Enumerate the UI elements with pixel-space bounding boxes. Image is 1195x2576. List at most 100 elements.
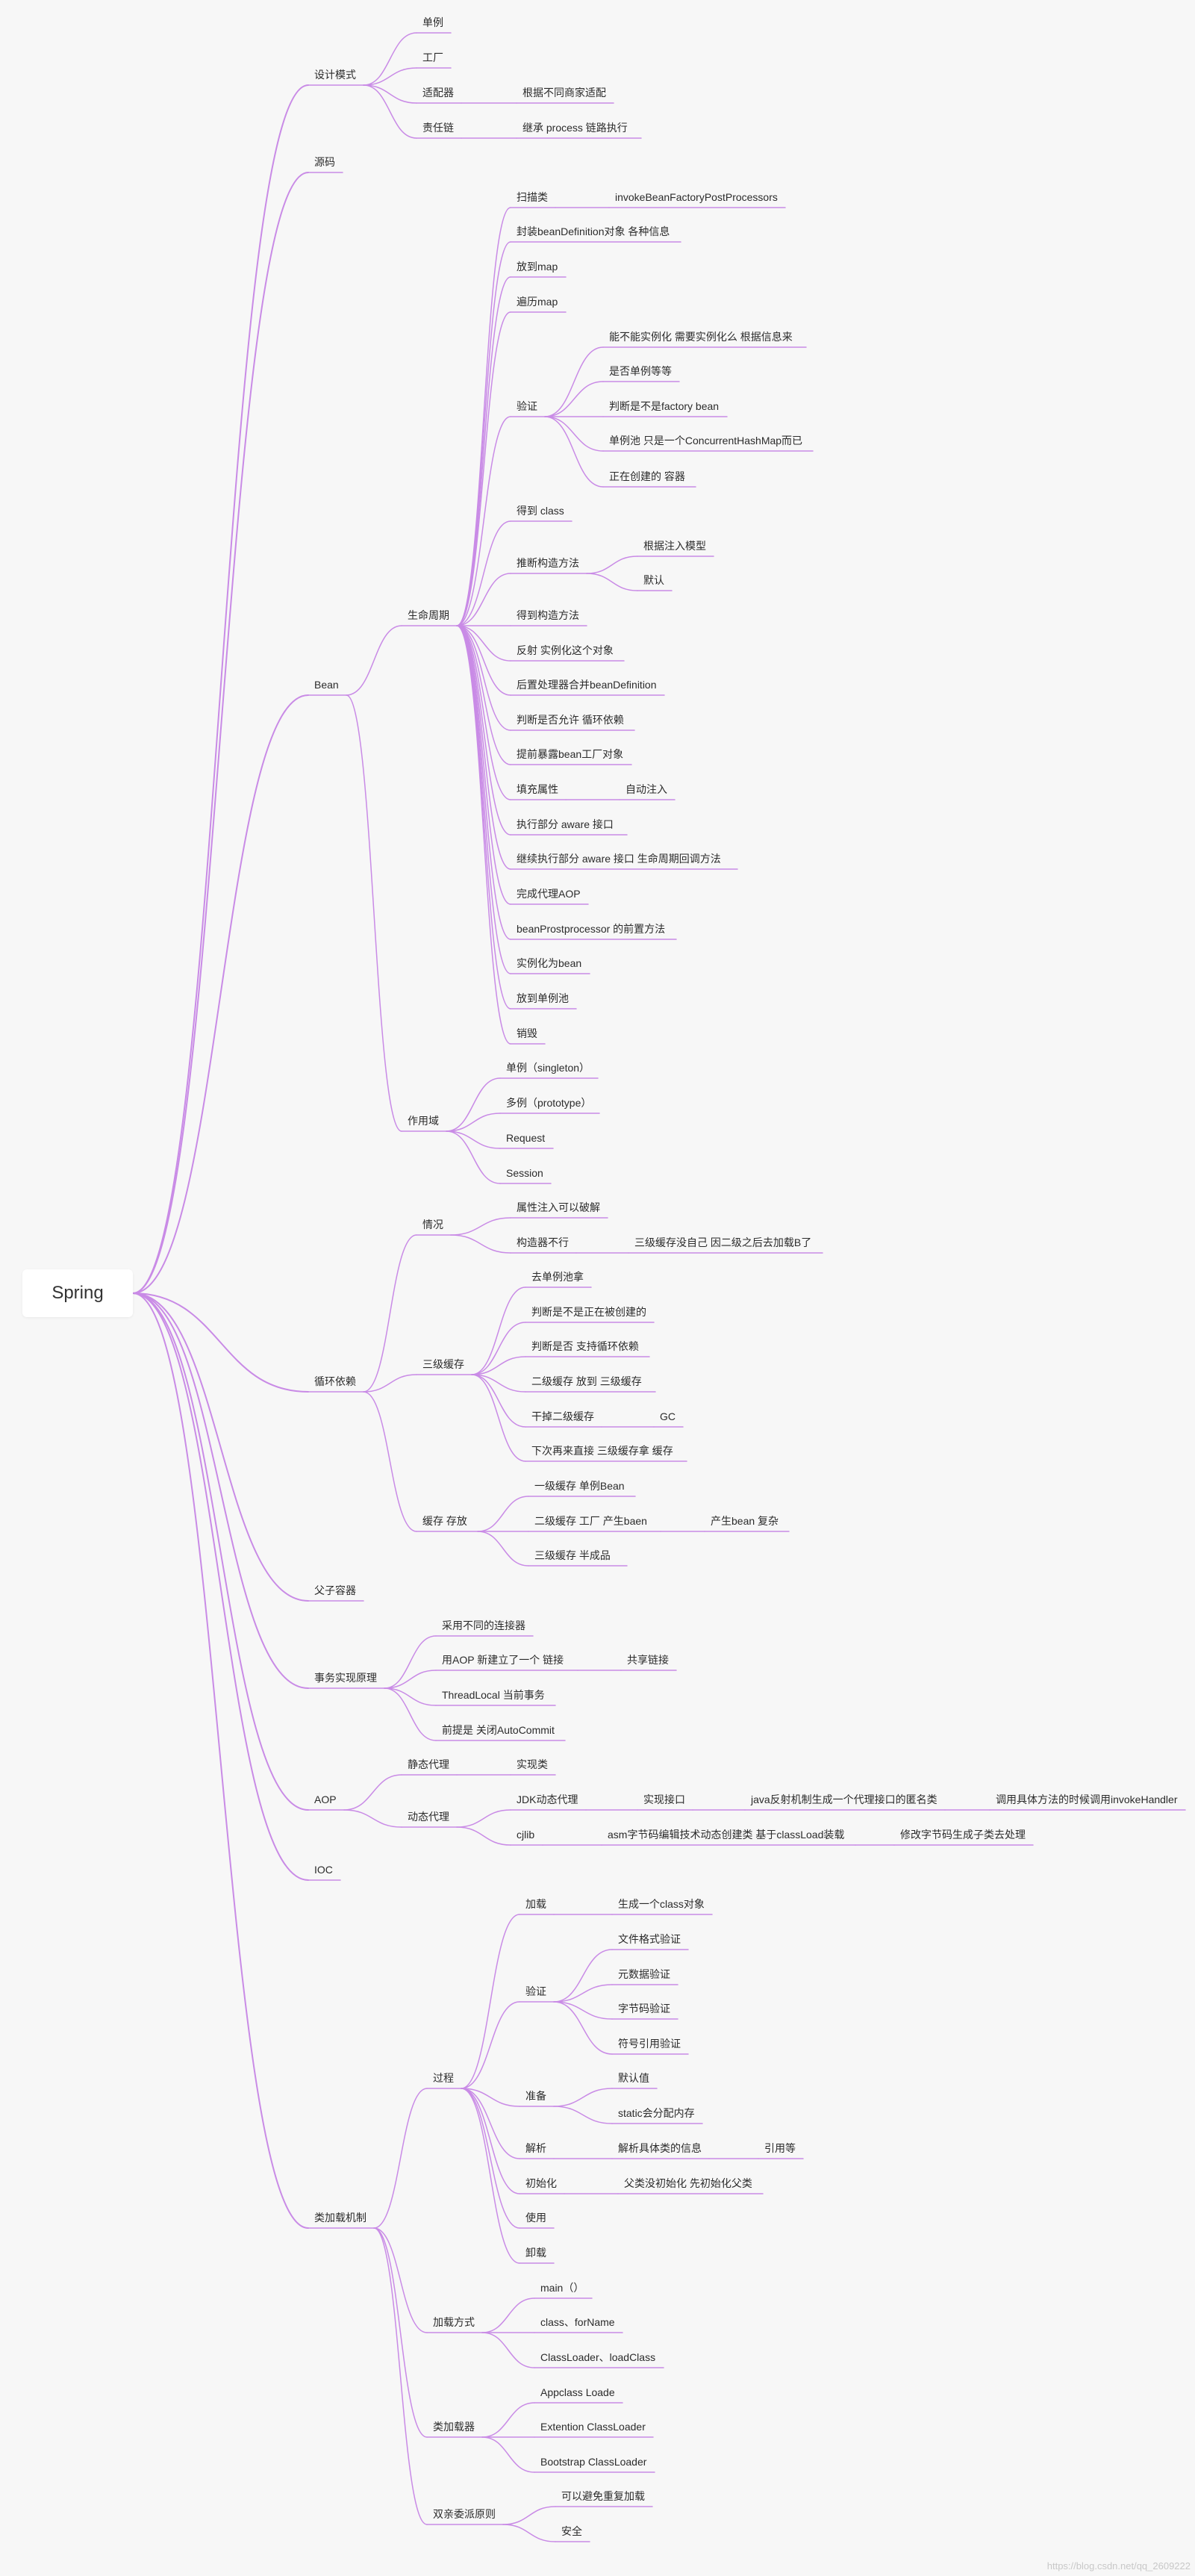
mindmap-node-src[interactable]: 源码 bbox=[314, 156, 335, 168]
root-node-spring[interactable]: Spring bbox=[22, 1269, 133, 1317]
mindmap-node-l2[interactable]: 封装beanDefinition对象 各种信息 bbox=[517, 225, 670, 237]
mindmap-node-p5a[interactable]: 父类没初始化 先初始化父类 bbox=[624, 2177, 752, 2189]
mindmap-node-l17[interactable]: beanProstprocessor 的前置方法 bbox=[517, 923, 666, 935]
mindmap-node-l13[interactable]: 填充属性 bbox=[517, 783, 558, 795]
mindmap-node-p3[interactable]: 准备 bbox=[525, 2090, 546, 2102]
mindmap-node-ld3[interactable]: Bootstrap ClassLoader bbox=[540, 2456, 647, 2468]
mindmap-node-l11[interactable]: 判断是否允许 循环依赖 bbox=[517, 714, 624, 726]
mindmap-node-l1a[interactable]: invokeBeanFactoryPostProcessors bbox=[615, 191, 778, 203]
mindmap-node-ld2[interactable]: Extention ClassLoader bbox=[540, 2421, 646, 2433]
mindmap-node-cd2f[interactable]: 下次再来直接 三级缓存拿 缓存 bbox=[531, 1445, 673, 1457]
mindmap-node-tx2a[interactable]: 共享链接 bbox=[627, 1654, 669, 1666]
mindmap-node-ap2[interactable]: 动态代理 bbox=[408, 1811, 449, 1823]
mindmap-node-cd2b[interactable]: 判断是不是正在被创建的 bbox=[531, 1306, 646, 1318]
mindmap-node-p4[interactable]: 解析 bbox=[525, 2142, 546, 2154]
mindmap-node-cl[interactable]: 类加载机制 bbox=[314, 2212, 366, 2224]
mindmap-node-l6[interactable]: 得到 class bbox=[517, 505, 564, 517]
mindmap-node-l7[interactable]: 推断构造方法 bbox=[517, 557, 579, 569]
mindmap-node-p2a[interactable]: 文件格式验证 bbox=[618, 1933, 681, 1945]
mindmap-node-l5[interactable]: 验证 bbox=[517, 400, 537, 412]
mindmap-node-pd[interactable]: 双亲委派原则 bbox=[433, 2508, 496, 2520]
mindmap-node-cd[interactable]: 循环依赖 bbox=[314, 1375, 356, 1387]
mindmap-node-ld1[interactable]: Appclass Loade bbox=[540, 2386, 615, 2398]
mindmap-node-p2[interactable]: 验证 bbox=[525, 1985, 546, 1997]
mindmap-node-pd2[interactable]: 安全 bbox=[561, 2525, 582, 2537]
mindmap-node-p3a[interactable]: 默认值 bbox=[618, 2072, 649, 2084]
mindmap-node-dp3a[interactable]: 根据不同商家适配 bbox=[522, 87, 606, 99]
mindmap-node-l5d[interactable]: 单例池 只是一个ConcurrentHashMap而已 bbox=[609, 435, 803, 447]
mindmap-node-lm[interactable]: 加载方式 bbox=[433, 2316, 475, 2328]
mindmap-node-cd2e1[interactable]: GC bbox=[660, 1410, 675, 1422]
mindmap-node-dp2[interactable]: 工厂 bbox=[422, 52, 443, 63]
mindmap-node-tx4[interactable]: 前提是 关闭AutoCommit bbox=[442, 1724, 555, 1736]
mindmap-node-p2d[interactable]: 符号引用验证 bbox=[618, 2038, 681, 2050]
mindmap-node-s3[interactable]: Request bbox=[506, 1132, 546, 1144]
mindmap-node-cd3b1[interactable]: 产生bean 复杂 bbox=[711, 1515, 779, 1527]
mindmap-node-dp4a[interactable]: 继承 process 链路执行 bbox=[522, 122, 628, 134]
mindmap-node-tx2[interactable]: 用AOP 新建立了一个 链接 bbox=[442, 1654, 564, 1666]
mindmap-node-l1[interactable]: 扫描类 bbox=[517, 191, 548, 203]
mindmap-node-ap2b2[interactable]: 修改字节码生成子类去处理 bbox=[900, 1829, 1026, 1841]
mindmap-node-l7b[interactable]: 默认 bbox=[643, 574, 664, 586]
mindmap-node-p3b[interactable]: static会分配内存 bbox=[618, 2107, 695, 2119]
mindmap-node-pc[interactable]: 父子容器 bbox=[314, 1584, 356, 1596]
mindmap-node-p1a[interactable]: 生成一个class对象 bbox=[618, 1898, 705, 1910]
mindmap-node-l15[interactable]: 继续执行部分 aware 接口 生命周期回调方法 bbox=[517, 853, 721, 865]
mindmap-node-scope[interactable]: 作用域 bbox=[408, 1115, 439, 1127]
mindmap-node-l20[interactable]: 销毁 bbox=[517, 1027, 537, 1039]
mindmap-node-l5b[interactable]: 是否单例等等 bbox=[609, 365, 672, 377]
mindmap-node-ap2b[interactable]: cjlib bbox=[517, 1829, 535, 1841]
mindmap-node-p7[interactable]: 卸载 bbox=[525, 2247, 546, 2259]
mindmap-node-bean[interactable]: Bean bbox=[314, 679, 339, 691]
mindmap-node-lm1[interactable]: main（） bbox=[540, 2282, 584, 2294]
mindmap-node-p2b[interactable]: 元数据验证 bbox=[618, 1968, 670, 1980]
mindmap-node-cd3b[interactable]: 二级缓存 工厂 产生baen bbox=[534, 1515, 647, 1527]
mindmap-node-dp4[interactable]: 责任链 bbox=[422, 122, 454, 134]
mindmap-node-p2c[interactable]: 字节码验证 bbox=[618, 2003, 670, 2015]
mindmap-node-ioc[interactable]: IOC bbox=[314, 1864, 333, 1876]
mindmap-node-ap2a1[interactable]: 实现接口 bbox=[643, 1793, 685, 1805]
mindmap-node-s1[interactable]: 单例（singleton） bbox=[506, 1062, 590, 1074]
mindmap-node-l4[interactable]: 遍历map bbox=[517, 296, 558, 308]
mindmap-node-l8[interactable]: 得到构造方法 bbox=[517, 609, 579, 621]
mindmap-node-dp3[interactable]: 适配器 bbox=[422, 87, 454, 99]
mindmap-node-l7a[interactable]: 根据注入模型 bbox=[643, 540, 706, 552]
mindmap-node-l14[interactable]: 执行部分 aware 接口 bbox=[517, 818, 614, 830]
mindmap-node-pd1[interactable]: 可以避免重复加载 bbox=[561, 2490, 645, 2502]
mindmap-node-cd2[interactable]: 三级缓存 bbox=[422, 1358, 464, 1370]
mindmap-node-l5e[interactable]: 正在创建的 容器 bbox=[609, 470, 685, 482]
mindmap-node-life[interactable]: 生命周期 bbox=[408, 609, 449, 621]
mindmap-node-aop[interactable]: AOP bbox=[314, 1793, 337, 1805]
mindmap-node-tx3[interactable]: ThreadLocal 当前事务 bbox=[442, 1689, 545, 1701]
mindmap-node-cd3c[interactable]: 三级缓存 半成品 bbox=[534, 1549, 611, 1561]
mindmap-node-ap1[interactable]: 静态代理 bbox=[408, 1758, 449, 1770]
mindmap-node-l18[interactable]: 实例化为bean bbox=[517, 957, 582, 969]
mindmap-node-lm2[interactable]: class、forName bbox=[540, 2316, 615, 2328]
mindmap-node-p[interactable]: 过程 bbox=[433, 2072, 454, 2084]
mindmap-node-p4b[interactable]: 引用等 bbox=[764, 2142, 796, 2154]
mindmap-node-cd3a[interactable]: 一级缓存 单例Bean bbox=[534, 1480, 625, 1492]
mindmap-node-cd3[interactable]: 缓存 存放 bbox=[422, 1515, 467, 1527]
mindmap-node-l9[interactable]: 反射 实例化这个对象 bbox=[517, 644, 614, 656]
mindmap-node-s2[interactable]: 多例（prototype） bbox=[506, 1097, 592, 1109]
mindmap-node-l5a[interactable]: 能不能实例化 需要实例化么 根据信息来 bbox=[609, 331, 793, 343]
mindmap-node-l3[interactable]: 放到map bbox=[517, 261, 558, 273]
mindmap-node-p6[interactable]: 使用 bbox=[525, 2212, 546, 2224]
mindmap-node-cd1a[interactable]: 属性注入可以破解 bbox=[517, 1201, 600, 1213]
mindmap-node-cd1b[interactable]: 构造器不行 bbox=[517, 1236, 569, 1248]
mindmap-node-l19[interactable]: 放到单例池 bbox=[517, 992, 569, 1004]
mindmap-node-ap2a[interactable]: JDK动态代理 bbox=[517, 1793, 578, 1805]
mindmap-node-ap2a2[interactable]: java反射机制生成一个代理接口的匿名类 bbox=[751, 1793, 937, 1805]
mindmap-node-dp1[interactable]: 单例 bbox=[422, 16, 443, 28]
mindmap-node-cd2e[interactable]: 干掉二级缓存 bbox=[531, 1410, 594, 1422]
mindmap-node-p1[interactable]: 加载 bbox=[525, 1898, 546, 1910]
mindmap-node-ap2a3[interactable]: 调用具体方法的时候调用invokeHandler bbox=[996, 1793, 1178, 1805]
mindmap-node-p5[interactable]: 初始化 bbox=[525, 2177, 557, 2189]
mindmap-node-cd2d[interactable]: 二级缓存 放到 三级缓存 bbox=[531, 1375, 642, 1387]
mindmap-node-cd1b1[interactable]: 三级缓存没自己 因二级之后去加载B了 bbox=[634, 1236, 812, 1248]
mindmap-node-ld[interactable]: 类加载器 bbox=[433, 2421, 475, 2433]
mindmap-node-l12[interactable]: 提前暴露bean工厂对象 bbox=[517, 748, 624, 760]
mindmap-node-p4a[interactable]: 解析具体类的信息 bbox=[618, 2142, 702, 2154]
mindmap-node-ap2b1[interactable]: asm字节码编辑技术动态创建类 基于classLoad装载 bbox=[608, 1829, 845, 1841]
mindmap-node-cd2c[interactable]: 判断是否 支持循环依赖 bbox=[531, 1340, 639, 1352]
